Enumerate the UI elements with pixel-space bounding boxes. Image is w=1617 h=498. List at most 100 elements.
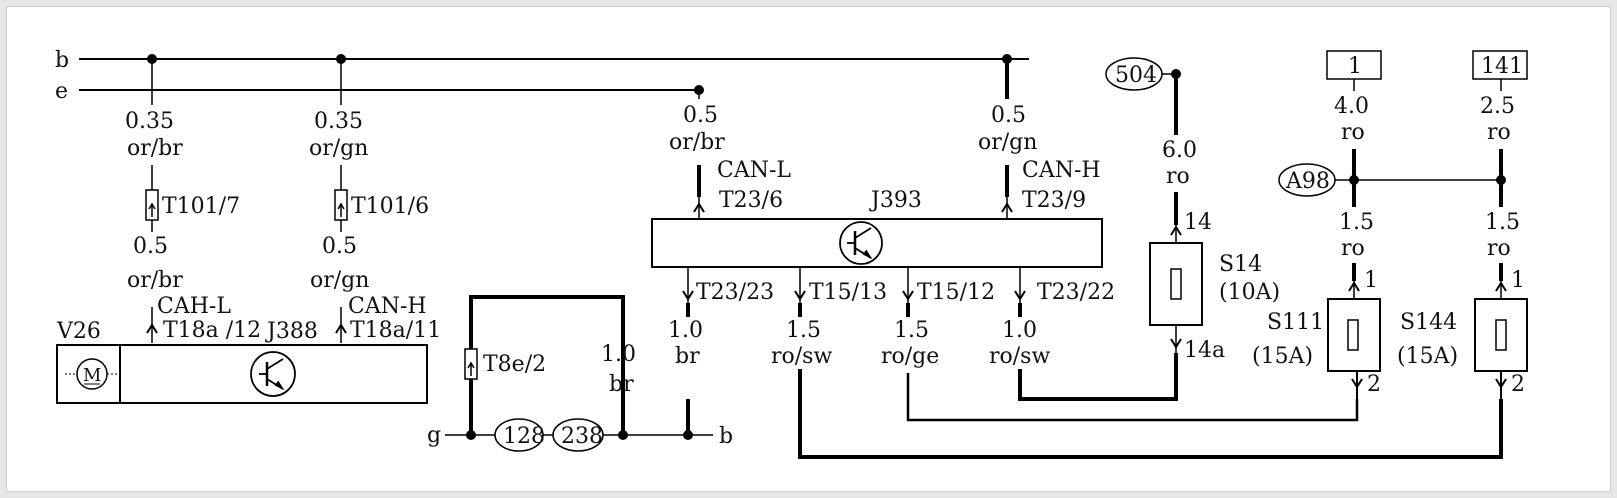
j388-label: J388 xyxy=(265,319,318,344)
j393-can-h-size: 0.5 xyxy=(991,103,1026,128)
ground-g-label: g xyxy=(427,423,441,448)
j393-can-l-pin: T23/6 xyxy=(719,188,783,213)
pin-arrow-icon xyxy=(682,290,1026,301)
tap2-pin-name: CAN-H xyxy=(348,294,427,319)
junction-dot xyxy=(694,85,704,95)
s111-pin-in: 1 xyxy=(1364,268,1378,293)
pin-arrow-icon xyxy=(1495,378,1507,389)
ground-size: 1.0 xyxy=(601,342,636,367)
ref-box-141 xyxy=(1472,50,1528,80)
j393-out2-pin: T15/13 xyxy=(809,280,887,305)
j393-can-l-size: 0.5 xyxy=(683,103,718,128)
tap1-color2: or/br xyxy=(127,268,183,293)
bus-e-label: e xyxy=(55,79,68,104)
s144-color: ro xyxy=(1487,120,1511,145)
s144-rating: (15A) xyxy=(1397,344,1458,369)
pin-arrow-icon xyxy=(146,323,158,334)
j388-module xyxy=(56,344,428,404)
j393-can-h-color: or/gn xyxy=(978,130,1037,155)
s111-size: 4.0 xyxy=(1334,94,1369,119)
j393-can-l-name: CAN-L xyxy=(717,158,791,183)
v26-label: V26 xyxy=(56,319,101,344)
wiring-diagram: b e 0.35 or/br T101/7 0.5 or/br CAH-L T1… xyxy=(55,48,1528,459)
node-a98-label: A98 xyxy=(1285,169,1330,194)
s144-label: S144 xyxy=(1400,310,1457,335)
pin-arrow-icon xyxy=(1495,281,1507,292)
node-238-label: 238 xyxy=(561,424,603,449)
s111-size2: 1.5 xyxy=(1339,210,1374,235)
node-128-label: 128 xyxy=(503,424,545,449)
svg-text:M: M xyxy=(83,365,101,386)
pin-arrow-icon xyxy=(1351,378,1363,389)
tap2-size2: 0.5 xyxy=(322,234,357,259)
junction-dot xyxy=(1002,54,1012,64)
s14-pin-in: 14 xyxy=(1184,210,1212,235)
tap2-size: 0.35 xyxy=(314,109,363,134)
transistor-icon xyxy=(839,221,883,265)
s144-pin-in: 1 xyxy=(1511,268,1525,293)
j393-out1-color: br xyxy=(675,344,700,369)
tap2-pin: T18a/11 xyxy=(350,318,441,343)
ground-b-label: b xyxy=(719,424,733,449)
tap2-connector: T101/6 xyxy=(351,194,429,219)
s111-color2: ro xyxy=(1341,236,1365,261)
fuse-icon xyxy=(1495,319,1507,351)
j393-module xyxy=(651,218,1103,268)
junction-dot xyxy=(336,54,346,64)
tap1-color: or/br xyxy=(127,136,183,161)
junction-dot xyxy=(1496,175,1506,185)
j393-out3-size: 1.5 xyxy=(894,318,929,343)
tap1-size2: 0.5 xyxy=(133,234,168,259)
motor-icon: M xyxy=(65,358,119,390)
tap2-color2: or/gn xyxy=(310,268,369,293)
s111-label: S111 xyxy=(1267,310,1324,335)
junction-dot xyxy=(147,54,157,64)
j393-output-wires xyxy=(686,267,1503,459)
pin-arrow-icon xyxy=(693,202,705,213)
j393-can-l-color: or/br xyxy=(669,130,725,155)
j393-can-h-pin: T23/9 xyxy=(1022,188,1086,213)
tap1-pin-name: CAH-L xyxy=(157,294,231,319)
s14-color: ro xyxy=(1166,164,1190,189)
bus-lines xyxy=(79,58,1029,91)
pin-arrow-icon xyxy=(1348,281,1360,292)
s111-ref: 1 xyxy=(1348,54,1362,79)
j393-out1-size: 1.0 xyxy=(668,318,703,343)
s14-pin-out: 14a xyxy=(1184,338,1225,363)
j393-out2-size: 1.5 xyxy=(786,318,821,343)
pin-arrow-icon xyxy=(1170,225,1182,236)
node-128 xyxy=(494,418,544,452)
junction-dot xyxy=(618,430,628,440)
tap1-connector: T101/7 xyxy=(162,194,240,219)
s111-color: ro xyxy=(1341,120,1365,145)
s144-color2: ro xyxy=(1487,236,1511,261)
node-504-label: 504 xyxy=(1115,63,1157,88)
s144-pin-out: 2 xyxy=(1511,372,1525,397)
j393-out2-color: ro/sw xyxy=(771,344,832,369)
t8e-connector: T8e/2 xyxy=(483,352,546,377)
s144-ref: 141 xyxy=(1481,54,1523,79)
j393-out4-pin: T23/22 xyxy=(1037,280,1115,305)
tap2-color: or/gn xyxy=(309,136,368,161)
j393-out3-color: ro/ge xyxy=(881,344,939,369)
s111-pin-out: 2 xyxy=(1367,372,1381,397)
j393-out4-size: 1.0 xyxy=(1002,318,1037,343)
j393-label: J393 xyxy=(869,188,922,213)
j393-out1-pin: T23/23 xyxy=(696,280,774,305)
s14-size: 6.0 xyxy=(1162,138,1197,163)
j393-out3-pin: T15/12 xyxy=(917,280,995,305)
node-238 xyxy=(552,418,604,452)
junction-dot xyxy=(1349,175,1359,185)
diagram-frame: b e 0.35 or/br T101/7 0.5 or/br CAH-L T1… xyxy=(6,6,1611,492)
s14-rating: (10A) xyxy=(1219,280,1280,305)
ground-color: br xyxy=(609,372,634,397)
tap1-pin: T18a /12 xyxy=(163,318,261,343)
j393-out4-color: ro/sw xyxy=(989,344,1050,369)
pin-arrow-icon xyxy=(1170,338,1182,349)
s144-size: 2.5 xyxy=(1480,94,1515,119)
bus-b-label: b xyxy=(55,48,69,73)
s14-label: S14 xyxy=(1219,252,1262,277)
j393-can-h-name: CAN-H xyxy=(1022,158,1101,183)
pin-arrow-icon xyxy=(335,323,347,334)
pin-arrow-icon xyxy=(1001,202,1013,213)
